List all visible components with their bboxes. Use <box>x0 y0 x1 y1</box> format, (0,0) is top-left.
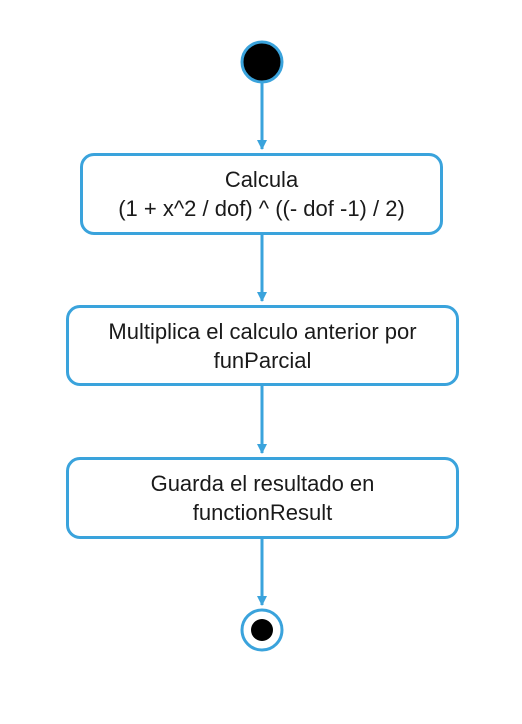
end-node-inner-dot <box>251 619 273 641</box>
start-node <box>240 40 284 84</box>
step-1-line-1: Calcula <box>224 167 299 192</box>
step-2-line-2: funParcial <box>213 347 312 373</box>
step-guarda: Guarda el resultado en functionResult <box>66 457 459 539</box>
step-3-line-1: Guarda el resultado en <box>150 471 375 496</box>
step-2-line-1: Multiplica el calculo anterior por <box>108 318 417 344</box>
step-calcula: Calcula (1 + x^2 / dof) ^ ((- dof -1) / … <box>80 153 443 235</box>
step-3-line-2: functionResult <box>192 500 333 525</box>
step-multiplica: Multiplica el calculo anterior por funPa… <box>66 305 459 386</box>
step-1-line-2: (1 + x^2 / dof) ^ ((- dof -1) / 2) <box>118 196 405 221</box>
